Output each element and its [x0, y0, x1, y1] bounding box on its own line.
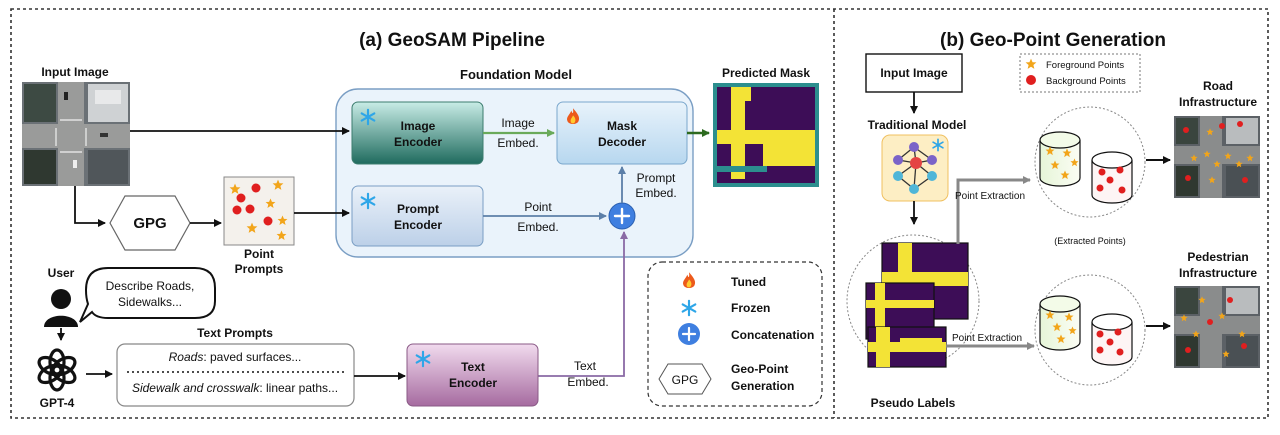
- foundation-model-label: Foundation Model: [460, 67, 572, 82]
- foreground-cylinder-1: [1039, 131, 1081, 187]
- extracted-points-circle-2: [1034, 274, 1146, 386]
- image-encoder-label-1: Image: [401, 119, 436, 133]
- text-encoder-label-1: Text: [461, 360, 485, 374]
- prompt-embed-label-1: Prompt: [637, 171, 676, 185]
- arrow-point-extraction-1: [956, 176, 1031, 244]
- legend-gpg-hexagon: [658, 363, 712, 395]
- extracted-points-label: (Extracted Points): [1054, 236, 1126, 246]
- legend-frozen-label: Frozen: [731, 301, 770, 315]
- legend-gpg-desc-2: Generation: [731, 379, 794, 393]
- panel-b-input-image: Input Image: [880, 66, 948, 80]
- background-cylinder-1: [1091, 151, 1133, 204]
- outer-frame: [10, 8, 1269, 419]
- gpt-logo-icon: [37, 348, 77, 392]
- pedestrian-infra-image: [1174, 286, 1260, 368]
- text-encoder-label-2: Encoder: [449, 376, 497, 390]
- arrow-text-embed: [538, 231, 628, 377]
- mask-decoder-label-1: Mask: [607, 119, 637, 133]
- panel-a-title: (a) GeoSAM Pipeline: [359, 30, 545, 51]
- pseudo-labels-label: Pseudo Labels: [871, 396, 956, 410]
- image-encoder-label-2: Encoder: [394, 135, 442, 149]
- pedestrian-infra-label-1: Pedestrian: [1187, 250, 1248, 264]
- point-prompts-label-2: Prompts: [235, 262, 284, 276]
- road-infra-image: [1174, 116, 1260, 198]
- extracted-points-circle-1: [1034, 106, 1146, 218]
- point-extraction-label-1: Point Extraction: [955, 191, 1025, 202]
- text-prompts-label: Text Prompts: [197, 326, 273, 340]
- input-image-box: [865, 53, 963, 93]
- speech-bubble-line-1: Describe Roads,: [106, 279, 195, 293]
- prompt-encoder-label-1: Prompt: [397, 202, 439, 216]
- prompt-encoder-label-2: Encoder: [394, 218, 442, 232]
- point-prompts-box: [223, 176, 295, 246]
- background-points-label: Background Points: [1046, 76, 1126, 87]
- pedestrian-infra-label-2: Infrastructure: [1179, 266, 1257, 280]
- foreground-cylinder-2: [1039, 295, 1081, 351]
- arrow-image-to-gpg: [74, 186, 106, 227]
- point-embed-label-1: Point: [524, 200, 552, 214]
- text-prompt-2: Sidewalk and crosswalk: linear paths...: [132, 381, 338, 395]
- legend-concat-label: Concatenation: [731, 328, 814, 342]
- panel-b-title: (b) Geo-Point Generation: [940, 30, 1166, 51]
- mask-decoder-label-2: Decoder: [598, 135, 646, 149]
- speech-bubble: [79, 267, 216, 323]
- legend-gpg-symbol: GPG: [672, 373, 699, 387]
- input-aerial-image: [22, 82, 130, 186]
- image-embed-label-1: Image: [501, 116, 535, 130]
- mask-decoder-block: [556, 101, 688, 165]
- road-infra-label-1: Road: [1203, 79, 1233, 93]
- text-encoder-block: [406, 343, 539, 407]
- image-embed-label-2: Embed.: [497, 136, 538, 150]
- foreground-points-label: Foreground Points: [1046, 60, 1124, 71]
- predicted-mask-label: Predicted Mask: [722, 66, 810, 80]
- background-cylinder-2: [1091, 313, 1133, 366]
- input-image-label: Input Image: [41, 65, 109, 79]
- text-embed-label-2: Embed.: [567, 375, 608, 389]
- user-icon: [44, 289, 78, 327]
- text-prompt-1: Roads: paved surfaces...: [169, 350, 302, 364]
- traditional-model-label: Traditional Model: [868, 118, 967, 132]
- point-embed-label-2: Embed.: [517, 220, 558, 234]
- gpt-label: GPT-4: [40, 396, 75, 410]
- pseudo-labels-circle: [846, 234, 980, 368]
- road-infra-label-2: Infrastructure: [1179, 95, 1257, 109]
- predicted-mask-image: [713, 83, 819, 187]
- gpg-label: GPG: [133, 215, 166, 232]
- prompt-encoder-block: [351, 185, 484, 247]
- user-label: User: [48, 266, 75, 280]
- point-extraction-label-2: Point Extraction: [952, 333, 1022, 344]
- legend-gpg-desc-1: Geo-Point: [731, 362, 788, 376]
- point-prompts-label-1: Point: [244, 247, 274, 261]
- legend-tuned-label: Tuned: [731, 275, 766, 289]
- text-prompts-box: [116, 343, 355, 407]
- points-legend: Foreground Points Background Points: [1019, 53, 1141, 93]
- prompt-embed-label-2: Embed.: [635, 186, 676, 200]
- text-embed-label-1: Text: [574, 359, 597, 373]
- pseudo-label-mask-3: [867, 326, 947, 368]
- neural-network-icon: [881, 134, 949, 202]
- image-encoder-block: [351, 101, 484, 165]
- speech-bubble-line-2: Sidewalks...: [118, 295, 182, 309]
